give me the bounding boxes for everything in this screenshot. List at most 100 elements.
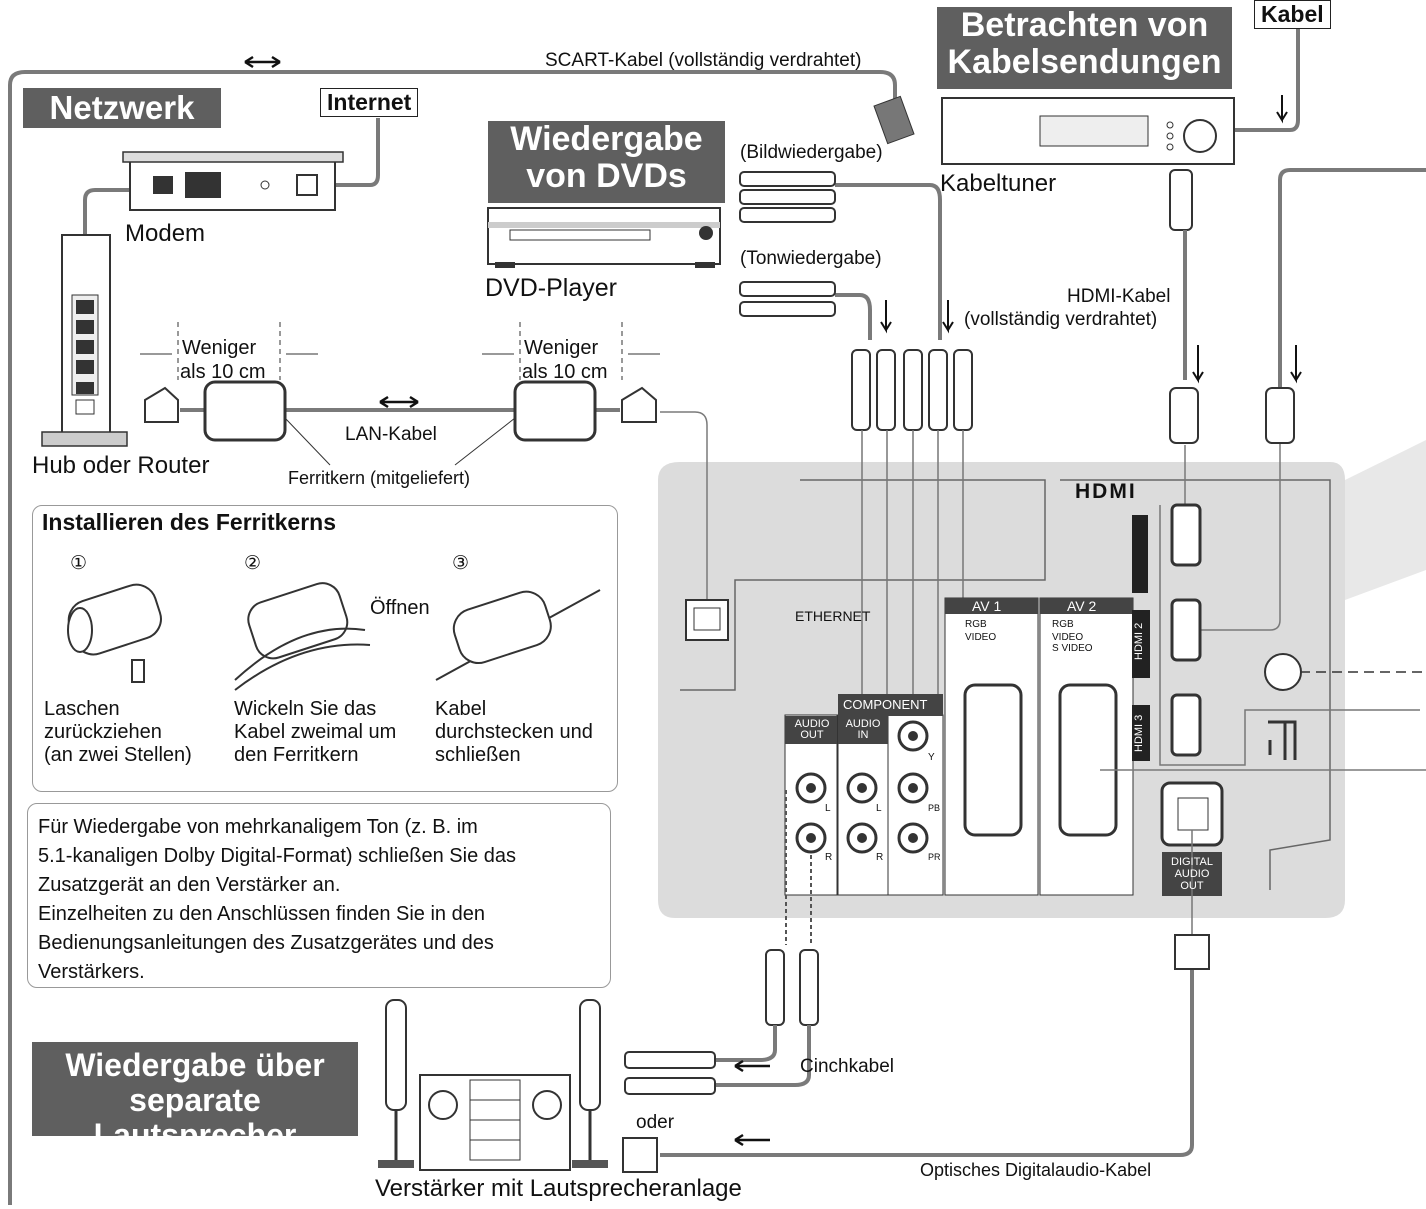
dvd-knob — [699, 226, 713, 240]
hdmi2-internal — [1200, 440, 1281, 631]
ferrite-core-left — [203, 380, 287, 442]
panel-outline — [680, 479, 1046, 691]
step3-text-2: durchstecken und — [435, 721, 593, 743]
hdmi2-cable-line — [1278, 168, 1426, 400]
antenna-symbol — [1268, 720, 1297, 760]
speakers-banner-line2: separate Lautsprecher — [93, 1082, 297, 1154]
hdmi-plug — [1169, 387, 1199, 444]
amplifier-label: Verstärker mit Lautsprecheranlage — [375, 1175, 742, 1202]
speaker-base — [572, 1160, 608, 1168]
av2-header — [1040, 598, 1133, 614]
video-label: (Bildwiedergabe) — [740, 142, 883, 163]
audio-in-l: L — [876, 803, 882, 814]
cinch-cable-line — [715, 1025, 811, 1087]
av2-svideo: S VIDEO — [1052, 643, 1093, 654]
av1-rgb: RGB — [965, 619, 987, 630]
hub-port — [76, 382, 94, 394]
modem-top — [122, 151, 344, 163]
ferrite-label: Ferritkern (mitgeliefert) — [288, 468, 471, 488]
cinch-plug — [765, 949, 785, 1026]
cinch-cable-line — [715, 1025, 777, 1062]
hdmi3-socket — [1170, 693, 1202, 757]
rca-plug — [739, 281, 836, 297]
modem-port — [185, 172, 221, 198]
antenna-socket — [1264, 653, 1302, 691]
step1-number: ① — [70, 553, 88, 574]
cable-banner: Betrachten von Kabelsendungen — [937, 6, 1232, 89]
ferrite-install-panel — [32, 505, 618, 792]
scart-cable-label: SCART-Kabel (vollständig verdrahtet) — [545, 50, 862, 71]
hdmi-logo: HDMI — [1075, 480, 1137, 503]
distance-right-1: Weniger — [524, 337, 599, 359]
av1-header — [945, 598, 1038, 614]
hub-port — [76, 340, 94, 354]
cinch-plug — [624, 1077, 716, 1095]
digital-audio-out-label: DIGITAL AUDIO OUT — [1171, 856, 1213, 892]
optical-cable-line — [660, 970, 1194, 1157]
scart-socket-av2 — [1058, 683, 1118, 837]
av2-label: AV 2 — [1067, 598, 1097, 614]
amplifier-device — [419, 1074, 571, 1171]
audio-in-r: R — [876, 852, 884, 863]
down-arrow-icon — [880, 300, 892, 334]
audio-in-block — [837, 714, 889, 896]
hdmi2-label: HDMI 2 — [1133, 622, 1145, 660]
ferrite-install-title: Installieren des Ferritkerns — [42, 509, 337, 535]
amplifier-speaker — [428, 1090, 458, 1120]
dvd-banner-line2: von DVDs — [526, 157, 687, 196]
cinch-label: Cinchkabel — [800, 1056, 894, 1077]
step1-text-1: Laschen — [44, 698, 120, 720]
down-arrow-icon — [942, 300, 954, 334]
step2-text-3: den Ferritkern — [234, 744, 359, 766]
left-arrow-icon — [734, 1059, 770, 1073]
lan-plug-left — [144, 386, 179, 423]
video-cable-line — [835, 183, 942, 340]
cinch-plug — [799, 949, 819, 1026]
down-arrow-icon — [1290, 345, 1302, 384]
step2-text-2: Kabel zweimal um — [234, 721, 397, 743]
ferrite-core-right — [513, 380, 597, 442]
audio-out-label: AUDIO OUT — [794, 718, 830, 741]
cable-tuner-label: Kabeltuner — [940, 170, 1057, 197]
hdmi3-label: HDMI 3 — [1133, 714, 1145, 752]
modem-hub-line — [83, 188, 130, 235]
optical-plug — [1174, 934, 1210, 970]
rca-plug — [739, 171, 836, 187]
ferrite-step1-illustration — [67, 583, 162, 683]
left-arrow-icon — [734, 1133, 770, 1147]
note-line: 5.1-kanaligen Dolby Digital-Format) schl… — [38, 845, 516, 867]
dvd-player-device — [487, 207, 721, 265]
hdmi1-socket — [1170, 503, 1202, 567]
note-line: Bedienungsanleitungen des Zusatzgerätes … — [38, 932, 494, 954]
note-line: Zusatzgerät an den Verstärker an. — [38, 874, 341, 896]
audio-in-header — [838, 716, 888, 744]
optical-cable-label: Optisches Digitalaudio-Kabel — [920, 1160, 1152, 1180]
speaker-base — [378, 1160, 414, 1168]
hdmi-plug — [1265, 387, 1295, 444]
dvd-foot — [695, 262, 715, 268]
bidirectional-arrow-icon — [379, 395, 419, 409]
hub-port — [76, 320, 94, 334]
scart-plug — [873, 95, 915, 145]
note-line: Verstärkers. — [38, 961, 145, 983]
speakers-banner-line1: Wiedergabe über — [65, 1047, 325, 1083]
component-pr: PR — [928, 852, 941, 862]
hub-port — [76, 300, 94, 314]
modem-button — [260, 180, 270, 190]
note-text: Für Wiedergabe von mehrkanaligem Ton (z.… — [38, 813, 516, 987]
audio-in-label: AUDIO IN — [845, 718, 881, 741]
hub-label: Hub oder Router — [32, 452, 210, 479]
modem-power-port — [296, 174, 318, 196]
dvd-foot — [495, 262, 515, 268]
dvd-banner-line1: Wiedergabe — [510, 120, 703, 158]
av2-video: VIDEO — [1052, 632, 1084, 643]
ferrite-pointer-right — [454, 417, 516, 466]
lan-cable-label: LAN-Kabel — [345, 424, 437, 445]
tuner-button — [1166, 132, 1174, 140]
tv-panel-edge — [1345, 440, 1426, 600]
dvd-disc-tray — [488, 222, 720, 228]
lan-plug-right — [621, 386, 657, 423]
hdmi-plug — [1169, 169, 1193, 231]
component-pb: PB — [928, 803, 941, 813]
